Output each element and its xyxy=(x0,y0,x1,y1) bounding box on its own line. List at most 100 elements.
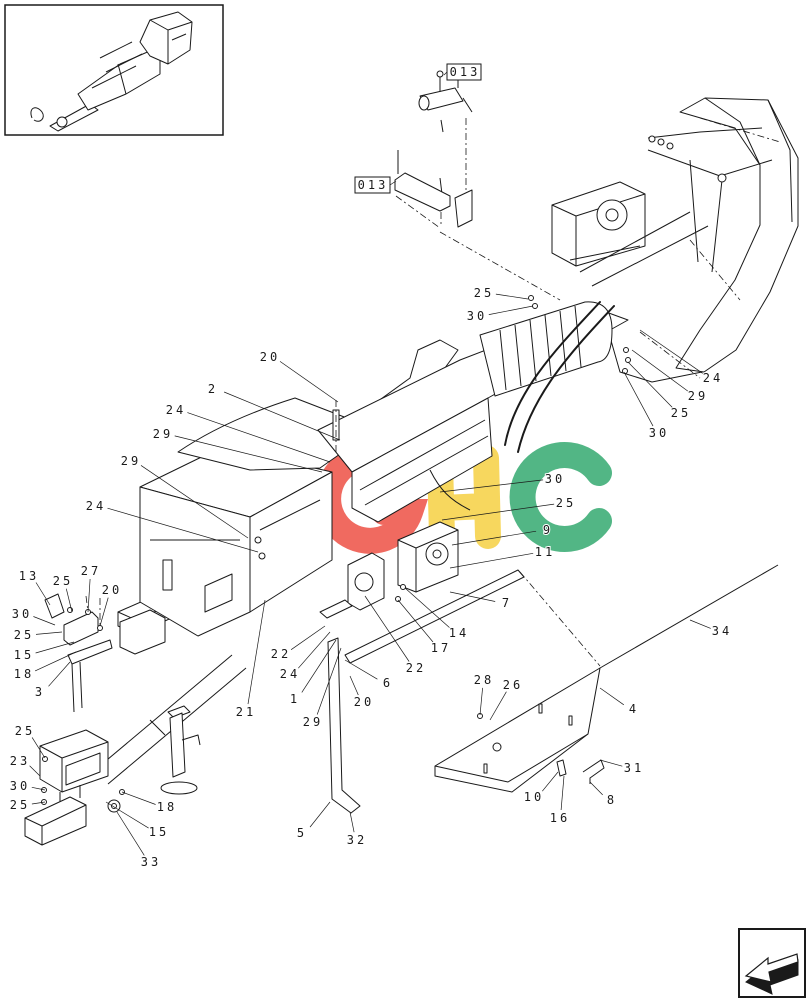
callout-leader-20 xyxy=(279,361,339,403)
callout-25[interactable]: 25 xyxy=(555,495,576,511)
callout-24[interactable]: 24 xyxy=(279,666,300,682)
callout-32[interactable]: 32 xyxy=(346,832,367,848)
fastener xyxy=(254,536,262,544)
callout-leader-24 xyxy=(187,412,331,463)
callout-6[interactable]: 6 xyxy=(382,675,393,691)
callout-5[interactable]: 5 xyxy=(296,825,307,841)
callout-leader-24 xyxy=(107,507,259,553)
callout-11[interactable]: 11 xyxy=(534,544,555,560)
drive-mechanism xyxy=(319,521,459,619)
callout-30[interactable]: 30 xyxy=(466,308,487,324)
callout-30[interactable]: 30 xyxy=(544,471,565,487)
callout-22[interactable]: 22 xyxy=(270,646,291,662)
reference-013-lower[interactable]: 013 xyxy=(354,176,391,194)
callout-29[interactable]: 29 xyxy=(687,388,708,404)
reference-label[interactable]: 013 xyxy=(357,177,389,193)
callout-leader-28 xyxy=(479,687,483,716)
callout-27[interactable]: 27 xyxy=(80,563,101,579)
bracket-mount-line xyxy=(439,231,561,301)
callout-leader-33 xyxy=(116,811,145,856)
callout-31[interactable]: 31 xyxy=(623,760,644,776)
inset-pickup-detail xyxy=(149,19,193,64)
callout-leader-25 xyxy=(31,801,46,805)
fastener xyxy=(258,552,266,560)
callout-1[interactable]: 1 xyxy=(289,691,300,707)
callout-20[interactable]: 20 xyxy=(259,349,280,365)
retaining-clip xyxy=(556,759,567,777)
callout-20[interactable]: 20 xyxy=(353,694,374,710)
callout-leader-lines xyxy=(29,293,711,856)
callout-22[interactable]: 22 xyxy=(405,660,426,676)
callout-leader-9 xyxy=(451,530,537,546)
callout-8[interactable]: 8 xyxy=(606,792,617,808)
callout-7[interactable]: 7 xyxy=(501,595,512,611)
callout-33[interactable]: 33 xyxy=(140,854,161,870)
reference-label[interactable]: 013 xyxy=(449,64,481,80)
reference-box[interactable] xyxy=(354,176,391,194)
callout-leader-18 xyxy=(34,651,77,672)
callout-13[interactable]: 13 xyxy=(18,568,39,584)
callout-25[interactable]: 25 xyxy=(14,723,35,739)
callout-25[interactable]: 25 xyxy=(9,797,30,813)
callout-34[interactable]: 34 xyxy=(711,623,732,639)
hose-clip xyxy=(429,469,471,511)
cylinder-bolt-head xyxy=(436,70,444,78)
callout-26[interactable]: 26 xyxy=(502,677,523,693)
arm-pivot xyxy=(717,173,727,183)
callout-24[interactable]: 24 xyxy=(702,370,723,386)
hydraulic-hose xyxy=(504,301,601,446)
callout-29[interactable]: 29 xyxy=(152,426,173,442)
gearbox-flange xyxy=(425,542,449,566)
callout-24[interactable]: 24 xyxy=(85,498,106,514)
hitch-box xyxy=(39,729,109,793)
callout-10[interactable]: 10 xyxy=(523,789,544,805)
callout-29[interactable]: 29 xyxy=(120,453,141,469)
callout-25[interactable]: 25 xyxy=(13,627,34,643)
callout-18[interactable]: 18 xyxy=(156,799,177,815)
callout-20[interactable]: 20 xyxy=(101,582,122,598)
overview-thumbnail xyxy=(4,4,224,136)
jack-cap xyxy=(167,705,191,719)
callout-21[interactable]: 21 xyxy=(235,704,256,720)
callout-leader-21 xyxy=(247,599,266,705)
callout-24[interactable]: 24 xyxy=(165,402,186,418)
callout-30[interactable]: 30 xyxy=(9,778,30,794)
callout-25[interactable]: 25 xyxy=(670,405,691,421)
callout-3[interactable]: 3 xyxy=(34,684,45,700)
callout-18[interactable]: 18 xyxy=(13,666,34,682)
fastener xyxy=(395,596,401,602)
body-side-detail xyxy=(359,419,489,506)
callout-17[interactable]: 17 xyxy=(430,640,451,656)
direction-arrow-face xyxy=(744,953,799,983)
callout-16[interactable]: 16 xyxy=(549,810,570,826)
callout-30[interactable]: 30 xyxy=(648,425,669,441)
reference-box[interactable] xyxy=(446,63,482,81)
reference-013-upper[interactable]: 013 xyxy=(446,63,482,81)
pickup-feeder-assembly xyxy=(528,97,799,383)
callout-23[interactable]: 23 xyxy=(9,753,30,769)
callout-25[interactable]: 25 xyxy=(473,285,494,301)
feeder-roller xyxy=(596,199,628,231)
lower-guard-panel xyxy=(607,329,703,383)
callout-29[interactable]: 29 xyxy=(302,714,323,730)
mount-plate xyxy=(319,599,353,619)
callout-25[interactable]: 25 xyxy=(52,573,73,589)
reference-leader xyxy=(389,180,397,186)
callout-leader-7 xyxy=(449,591,496,602)
callout-2[interactable]: 2 xyxy=(207,381,218,397)
callout-4[interactable]: 4 xyxy=(628,701,639,717)
callout-28[interactable]: 28 xyxy=(473,672,494,688)
callout-15[interactable]: 15 xyxy=(148,824,169,840)
panel-slot xyxy=(483,763,488,774)
storage-rod xyxy=(71,661,83,713)
guard-rod xyxy=(599,564,779,669)
main-chassis xyxy=(117,301,629,655)
fastener xyxy=(97,625,103,631)
callout-30[interactable]: 30 xyxy=(11,606,32,622)
callout-9[interactable]: 9 xyxy=(542,522,553,538)
bolt-center-lines xyxy=(85,595,101,626)
callout-15[interactable]: 15 xyxy=(13,647,34,663)
callout-leader-8 xyxy=(589,781,603,796)
callout-14[interactable]: 14 xyxy=(448,625,469,641)
